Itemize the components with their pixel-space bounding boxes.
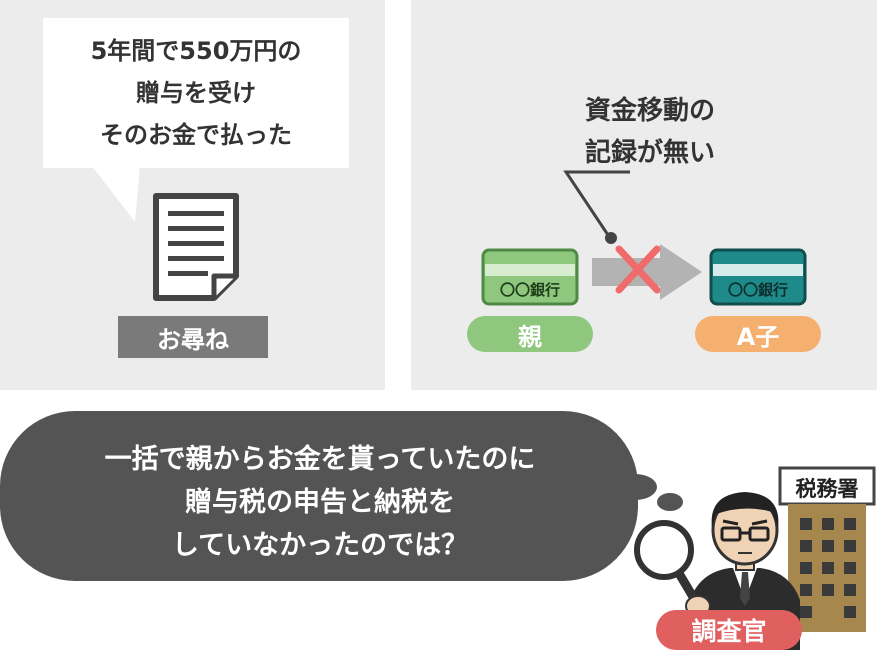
child-label-pill — [695, 316, 821, 352]
parent-label-pill — [467, 316, 593, 352]
speech-line: 贈与を受け — [136, 79, 256, 107]
speech-text: 5年間で550万円の 贈与を受け そのお金で払った — [43, 30, 349, 156]
thought-bubble — [0, 411, 683, 581]
officer-label: 調査官 — [691, 617, 767, 646]
callout-pointer-dot — [605, 232, 617, 244]
thought-line: 一括で親からお金を貰っていたのに — [104, 444, 536, 475]
thought-text: 一括で親からお金を貰っていたのに 贈与税の申告と納税を していなかったのでは？ — [20, 438, 620, 567]
callout-text: 資金移動の 記録が無い — [560, 90, 740, 174]
parent-label: 親 — [518, 322, 542, 351]
officer-label-pill — [656, 610, 802, 650]
child-label: A子 — [736, 322, 780, 351]
callout-line: 記録が無い — [584, 138, 715, 168]
speech-line: そのお金で払った — [100, 121, 292, 149]
child-bank-card-icon — [709, 248, 807, 306]
parent-bank-card-icon — [481, 248, 579, 306]
callout-pointer-line — [563, 170, 630, 239]
thought-line: 贈与税の申告と納税を — [185, 487, 455, 518]
tax-office-sign: 税務署 — [795, 477, 859, 501]
magnifying-glass-icon — [634, 520, 711, 617]
parent-card-bank-text: 〇〇銀行 — [499, 281, 560, 299]
callout-line: 資金移動の — [584, 96, 715, 126]
thought-line: していなかったのでは？ — [171, 530, 469, 561]
child-card-bank-text: 〇〇銀行 — [727, 281, 788, 299]
transfer-arrow — [592, 244, 702, 300]
speech-bubble — [43, 18, 349, 222]
inquiry-label: お尋ね — [118, 316, 268, 358]
tax-office-building-icon — [778, 466, 876, 632]
speech-line: 5年間で550万円の — [90, 37, 302, 65]
no-transfer-x-icon — [615, 245, 661, 294]
document-icon — [153, 193, 239, 301]
